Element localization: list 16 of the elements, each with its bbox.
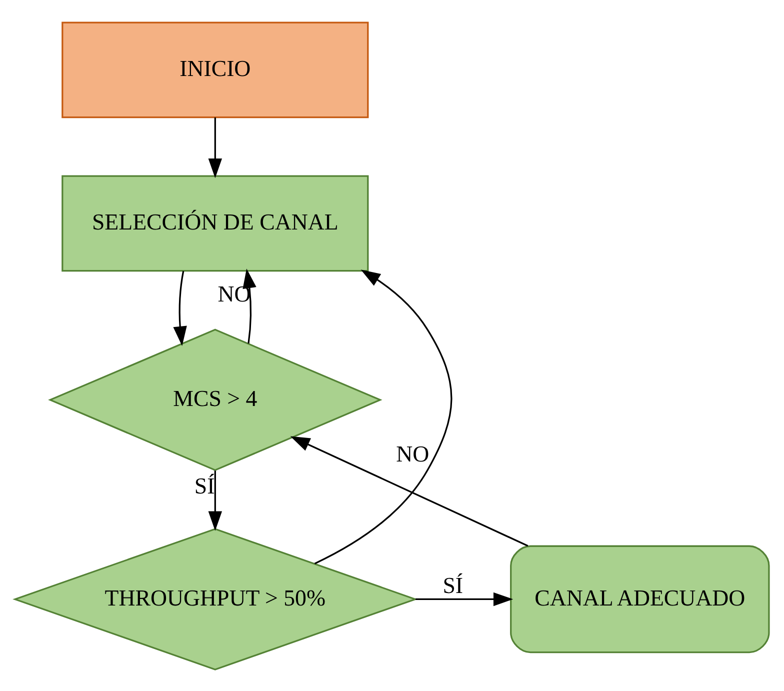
arrow xyxy=(290,436,528,546)
arrow xyxy=(208,470,222,530)
node-box: CANAL ADECUADO xyxy=(510,544,770,653)
node-diamond: MCS > 4 xyxy=(48,328,382,471)
arrow xyxy=(242,268,256,344)
node-box: SELECCIÓN DE CANAL xyxy=(62,174,369,272)
edge-label: SÍ xyxy=(194,472,215,498)
arrow xyxy=(208,116,222,178)
arrow xyxy=(173,270,187,346)
edge-label: NO xyxy=(218,280,251,306)
arrow xyxy=(314,269,452,564)
edge-label: SÍ xyxy=(442,572,464,598)
node-box: INICIO xyxy=(62,21,369,118)
edge-label: NO xyxy=(396,440,430,466)
arrow xyxy=(416,592,514,606)
node-diamond: THROUGHPUT > 50% xyxy=(12,528,418,670)
